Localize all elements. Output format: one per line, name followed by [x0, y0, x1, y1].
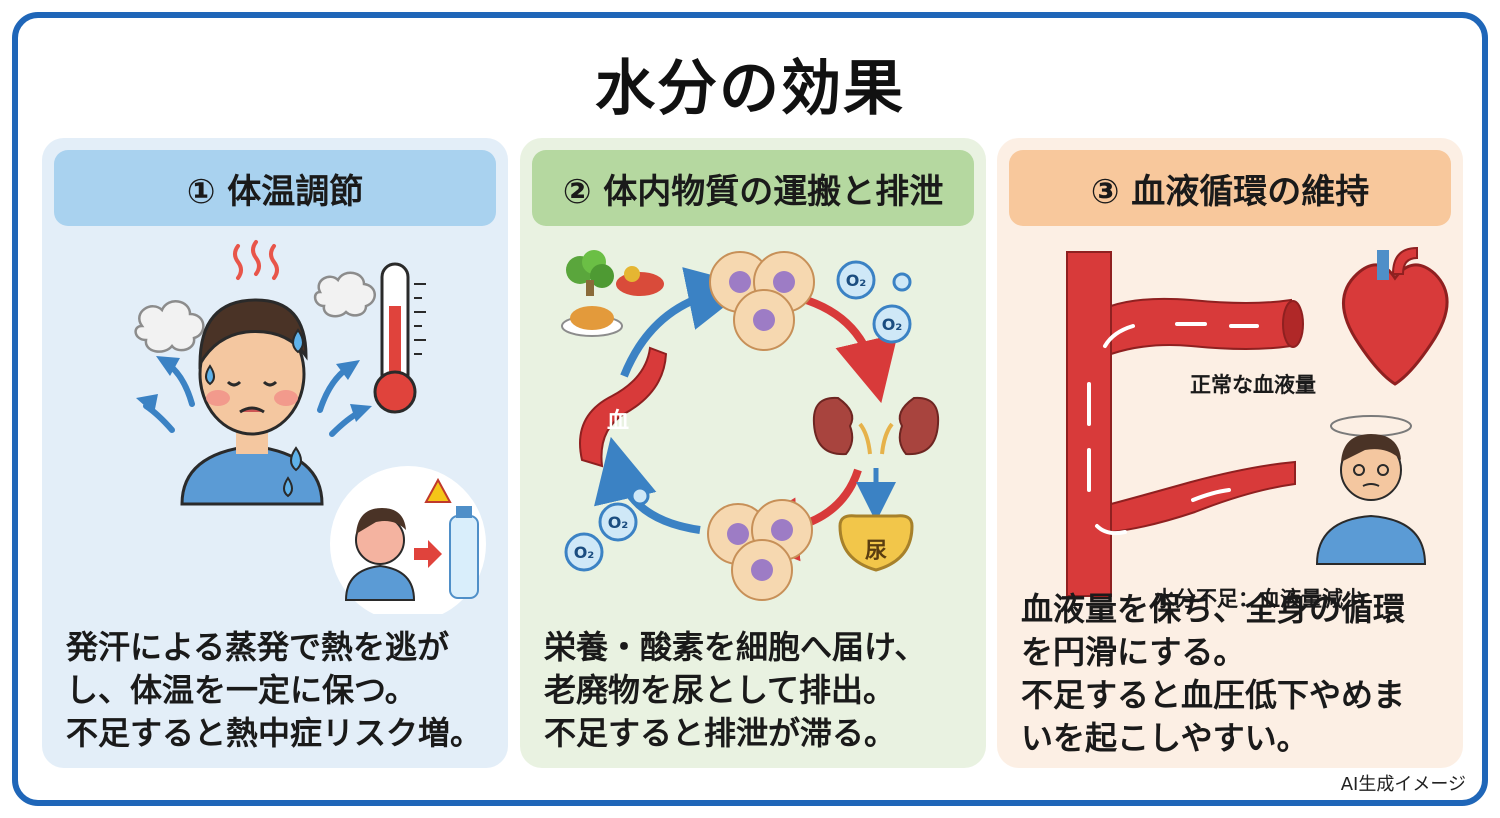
panel-header: ③ 血液循環の維持: [1009, 150, 1451, 226]
description-line: を円滑にする。: [1021, 633, 1246, 671]
heart-icon: [1342, 246, 1449, 386]
panel-header: ② 体内物質の運搬と排泄: [532, 150, 974, 226]
description-line: いを起こしやすい。: [1021, 719, 1309, 757]
bladder-icon: 尿: [838, 514, 914, 572]
description-line: し、体温を一定に保つ。: [66, 671, 417, 709]
blood-vessel-icon: 血: [579, 346, 668, 468]
body-temperature-illustration: [134, 240, 486, 614]
warning-icon: [424, 477, 452, 503]
oxygen-bubble-icon: [564, 260, 912, 572]
steam-icon: [134, 271, 376, 353]
panel-description: 栄養・酸素を細胞へ届け、 老廃物を尿として排出。 不足すると排泄が滞る。: [544, 626, 974, 755]
normal-caption: 正常な血液量: [1190, 373, 1316, 397]
description-line: 不足すると排泄が滞る。: [544, 714, 897, 752]
overheated-person-icon: [344, 508, 416, 601]
ai-generated-note: AI生成イメージ: [1340, 774, 1466, 795]
cell-cluster-icon: [707, 499, 813, 601]
description-line: 発汗による蒸発で熱を逃が: [66, 628, 450, 666]
description-line: 栄養・酸素を細胞へ届け、: [544, 628, 927, 666]
blood-vessel-icon: [1066, 251, 1304, 597]
dehydration-inset: [330, 466, 486, 614]
thermometer-icon: [373, 262, 426, 414]
heat-waves-icon: [233, 240, 279, 280]
panel-header: ① 体温調節: [54, 150, 496, 226]
panel-description: 発汗による蒸発で熱を逃が し、体温を一定に保つ。 不足すると熱中症リスク増。: [66, 626, 496, 755]
panel-body-temperature: ① 体温調節: [42, 138, 508, 768]
cell-cluster-icon: [709, 251, 815, 351]
description-line: 老廃物を尿として排出。: [544, 671, 896, 709]
water-bottle-icon: [449, 506, 479, 599]
description-line: 不足すると熱中症リスク増。: [66, 714, 483, 752]
circulation-illustration: 正常な血液量 水分不足：血液量減少: [1066, 246, 1449, 611]
description-line: 不足すると血圧低下やめま: [1021, 676, 1406, 714]
dizzy-person-icon: [1315, 415, 1427, 565]
urine-label: 尿: [865, 539, 887, 564]
panel-transport-excretion: ② 体内物質の運搬と排泄: [520, 138, 986, 768]
page-title: 水分の効果: [595, 54, 905, 124]
oxygen-label: O₂: [846, 271, 867, 290]
description-line: 血液量を保ち、全身の循環: [1021, 590, 1406, 628]
kidney-icon: [812, 396, 940, 456]
blood-label: 血: [607, 408, 629, 434]
food-icon: [561, 306, 623, 337]
right-arrow-icon: [414, 540, 442, 568]
panel-description: 血液量を保ち、全身の循環 を円滑にする。 不足すると血圧低下やめま いを起こしや…: [1021, 588, 1451, 760]
vegetables-icon: [566, 250, 664, 296]
sweating-person-icon: [180, 298, 324, 506]
oxygen-label: O₂: [608, 513, 629, 532]
transport-cycle-illustration: O₂ O₂ O₂ O₂ 血 尿: [561, 250, 940, 601]
low-blood-caption: 水分不足：血液量減少: [1154, 587, 1364, 611]
panel-blood-circulation: ③ 血液循環の維持 正常な血液量: [997, 138, 1463, 768]
oxygen-label: O₂: [574, 543, 595, 562]
oxygen-label: O₂: [882, 315, 903, 334]
